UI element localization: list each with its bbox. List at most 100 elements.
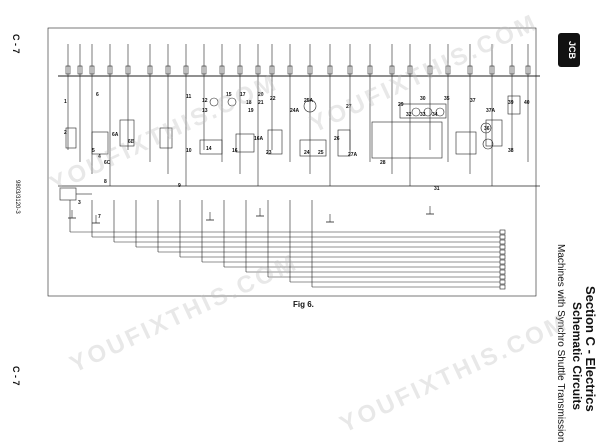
component-box [327, 65, 333, 75]
component-label: 17 [240, 92, 246, 98]
component-box [147, 65, 153, 75]
component-box [89, 65, 95, 75]
component-box [235, 133, 255, 153]
component-label: 37A [486, 108, 496, 114]
component-box [237, 65, 243, 75]
component-label: 23 [266, 150, 272, 156]
component-box [159, 127, 173, 149]
component-label: 35 [444, 96, 450, 102]
manual-page: C - 7 9803/3120-3 C - 7 Section C - Elec… [11, 9, 598, 442]
schematic-diagram: 1234566A6B6C7891011121314151616A17181920… [47, 27, 540, 297]
component-box [509, 65, 515, 75]
component-label: 14 [206, 146, 212, 152]
component-label: 37 [470, 98, 476, 104]
component-label: 31 [434, 186, 440, 192]
component-lamp [482, 138, 494, 150]
component-label: 15 [226, 92, 232, 98]
component-label: 20 [258, 92, 264, 98]
component-label: 34 [432, 112, 438, 118]
component-box [183, 65, 189, 75]
component-label: 38 [508, 148, 514, 154]
component-label: 28 [380, 160, 386, 166]
component-box [91, 131, 109, 155]
component-box [299, 139, 327, 157]
component-box [499, 234, 506, 240]
component-box [201, 65, 207, 75]
component-box [499, 274, 506, 280]
component-box [165, 65, 171, 75]
component-label: 6 [96, 92, 99, 98]
component-label: 9 [178, 183, 181, 189]
component-box [47, 27, 537, 297]
component-lamp [209, 97, 219, 107]
component-label: 29 [398, 102, 404, 108]
component-label: 32 [406, 112, 412, 118]
component-box [499, 284, 506, 290]
component-box [199, 139, 223, 155]
component-box [307, 65, 313, 75]
component-box [499, 254, 506, 260]
component-box [371, 121, 443, 159]
component-box [119, 119, 135, 147]
component-box [347, 65, 353, 75]
component-label: 6B [128, 139, 135, 145]
component-label: 27 [346, 104, 352, 110]
component-label: 30 [420, 96, 426, 102]
component-label: 11 [186, 94, 192, 100]
component-label: 4 [98, 154, 101, 160]
component-label: 13 [202, 108, 208, 114]
component-label: 1 [64, 99, 67, 105]
component-label: 2 [64, 130, 67, 136]
component-label: 27A [348, 152, 358, 158]
component-label: 26 [334, 136, 340, 142]
component-label: 22 [270, 96, 276, 102]
component-box [125, 65, 131, 75]
component-label: 25A [304, 98, 314, 104]
component-box [267, 129, 283, 155]
component-box [269, 65, 275, 75]
component-lamp [435, 107, 445, 117]
component-box [499, 229, 506, 235]
component-lamp [303, 99, 317, 113]
component-label: 6C [104, 160, 111, 166]
component-box [467, 65, 473, 75]
component-box [427, 65, 433, 75]
component-box [445, 65, 451, 75]
component-label: 33 [420, 112, 426, 118]
component-box [65, 127, 77, 149]
component-box [499, 239, 506, 245]
component-box [389, 65, 395, 75]
component-box [407, 65, 413, 75]
component-label: 39 [508, 100, 514, 106]
component-label: 36 [484, 126, 490, 132]
component-box [287, 65, 293, 75]
component-box [107, 65, 113, 75]
component-box [77, 65, 83, 75]
component-label: 21 [258, 100, 264, 106]
component-label: 24 [304, 150, 310, 156]
component-label: 19 [248, 108, 254, 114]
jcb-logo: JCB [557, 32, 581, 68]
component-box [367, 65, 373, 75]
component-label: 6A [112, 132, 119, 138]
component-label: 18 [246, 100, 252, 106]
component-label: 5 [92, 148, 95, 154]
component-box [499, 264, 506, 270]
component-box [499, 259, 506, 265]
component-lamp [480, 122, 492, 134]
component-box [399, 103, 447, 119]
component-box [455, 131, 477, 155]
component-lamp [411, 107, 421, 117]
component-box [499, 249, 506, 255]
component-box [489, 65, 495, 75]
component-box [65, 65, 71, 75]
jcb-logo-text: JCB [567, 41, 577, 60]
component-label: 7 [98, 214, 101, 220]
component-label: 3 [78, 200, 81, 206]
component-box [499, 279, 506, 285]
component-label: 8 [104, 179, 107, 185]
component-box [507, 95, 521, 115]
component-label: 25 [318, 150, 324, 156]
component-box [337, 129, 351, 157]
component-box [499, 244, 506, 250]
